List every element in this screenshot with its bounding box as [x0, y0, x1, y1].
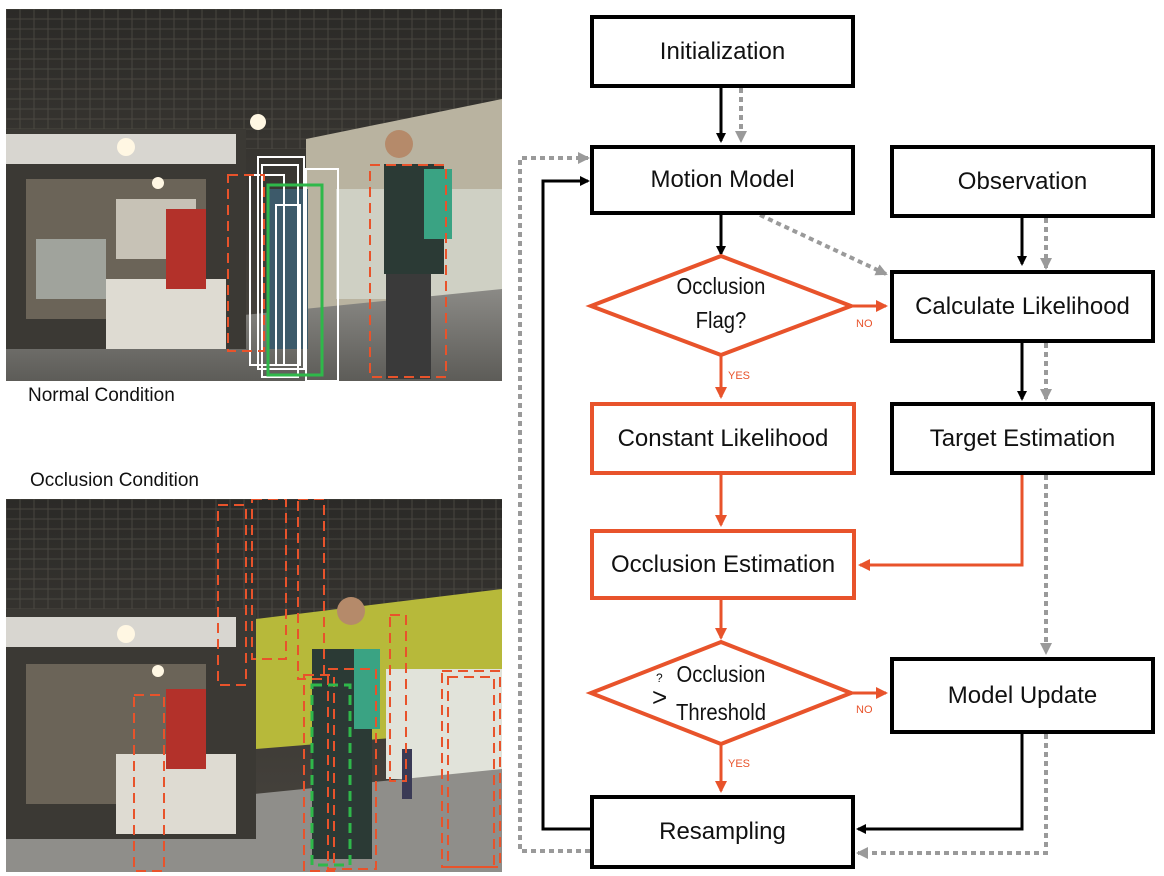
calculate-likelihood-box: Calculate Likelihood	[890, 270, 1155, 343]
initialization-label: Initialization	[659, 37, 786, 65]
initialization-box: Initialization	[590, 15, 855, 88]
motion-model-label: Motion Model	[650, 166, 795, 193]
observation-box: Observation	[890, 145, 1155, 218]
constant-likelihood-label: Constant Likelihood	[617, 424, 829, 452]
occlusion-threshold-text: Occlusion Threshold	[651, 660, 792, 726]
resampling-box: Resampling	[590, 795, 855, 869]
occlusion-condition-photo	[6, 499, 502, 872]
occlusion-flag-line1: Occlusion	[676, 273, 766, 299]
threshold-yes-label: YES	[728, 758, 751, 770]
flag-yes-label: YES	[728, 370, 751, 382]
black-flow-arrows	[541, 88, 1027, 834]
occlusion-condition-caption: Occlusion Condition	[30, 470, 199, 491]
threshold-greater-than: >	[652, 682, 668, 712]
motion-model-box: Motion Model	[590, 145, 855, 215]
calculate-likelihood-label: Calculate Likelihood	[915, 292, 1130, 320]
occlusion-estimation-box: Occlusion Estimation	[590, 529, 856, 600]
model-update-label: Model Update	[947, 681, 1098, 709]
occlusion-threshold-line1: Occlusion	[676, 661, 766, 687]
orange-flow-arrows	[715, 300, 1024, 793]
occlusion-flag-diamond	[585, 253, 857, 358]
resampling-label: Resampling	[659, 818, 786, 845]
model-update-box: Model Update	[890, 657, 1155, 734]
threshold-no-label: NO	[856, 704, 873, 716]
normal-condition-photo	[6, 9, 502, 381]
occlusion-estimation-label: Occlusion Estimation	[610, 550, 836, 578]
flag-no-label: NO	[856, 318, 873, 330]
threshold-question-mark: ?	[656, 671, 663, 685]
occlusion-scene-image	[6, 499, 502, 872]
occlusion-flag-line2: Flag?	[695, 307, 747, 333]
target-estimation-label: Target Estimation	[929, 424, 1116, 452]
normal-condition-caption: Normal Condition	[28, 385, 175, 406]
occlusion-flag-text: Occlusion Flag?	[651, 272, 792, 334]
occlusion-threshold-line2: Threshold	[675, 699, 767, 725]
normal-scene-image	[6, 9, 502, 381]
gray-dashed-arrows	[518, 88, 1052, 859]
occlusion-threshold-diamond	[585, 639, 857, 747]
constant-likelihood-box: Constant Likelihood	[590, 402, 856, 475]
observation-label: Observation	[957, 167, 1088, 195]
target-estimation-box: Target Estimation	[890, 402, 1155, 475]
